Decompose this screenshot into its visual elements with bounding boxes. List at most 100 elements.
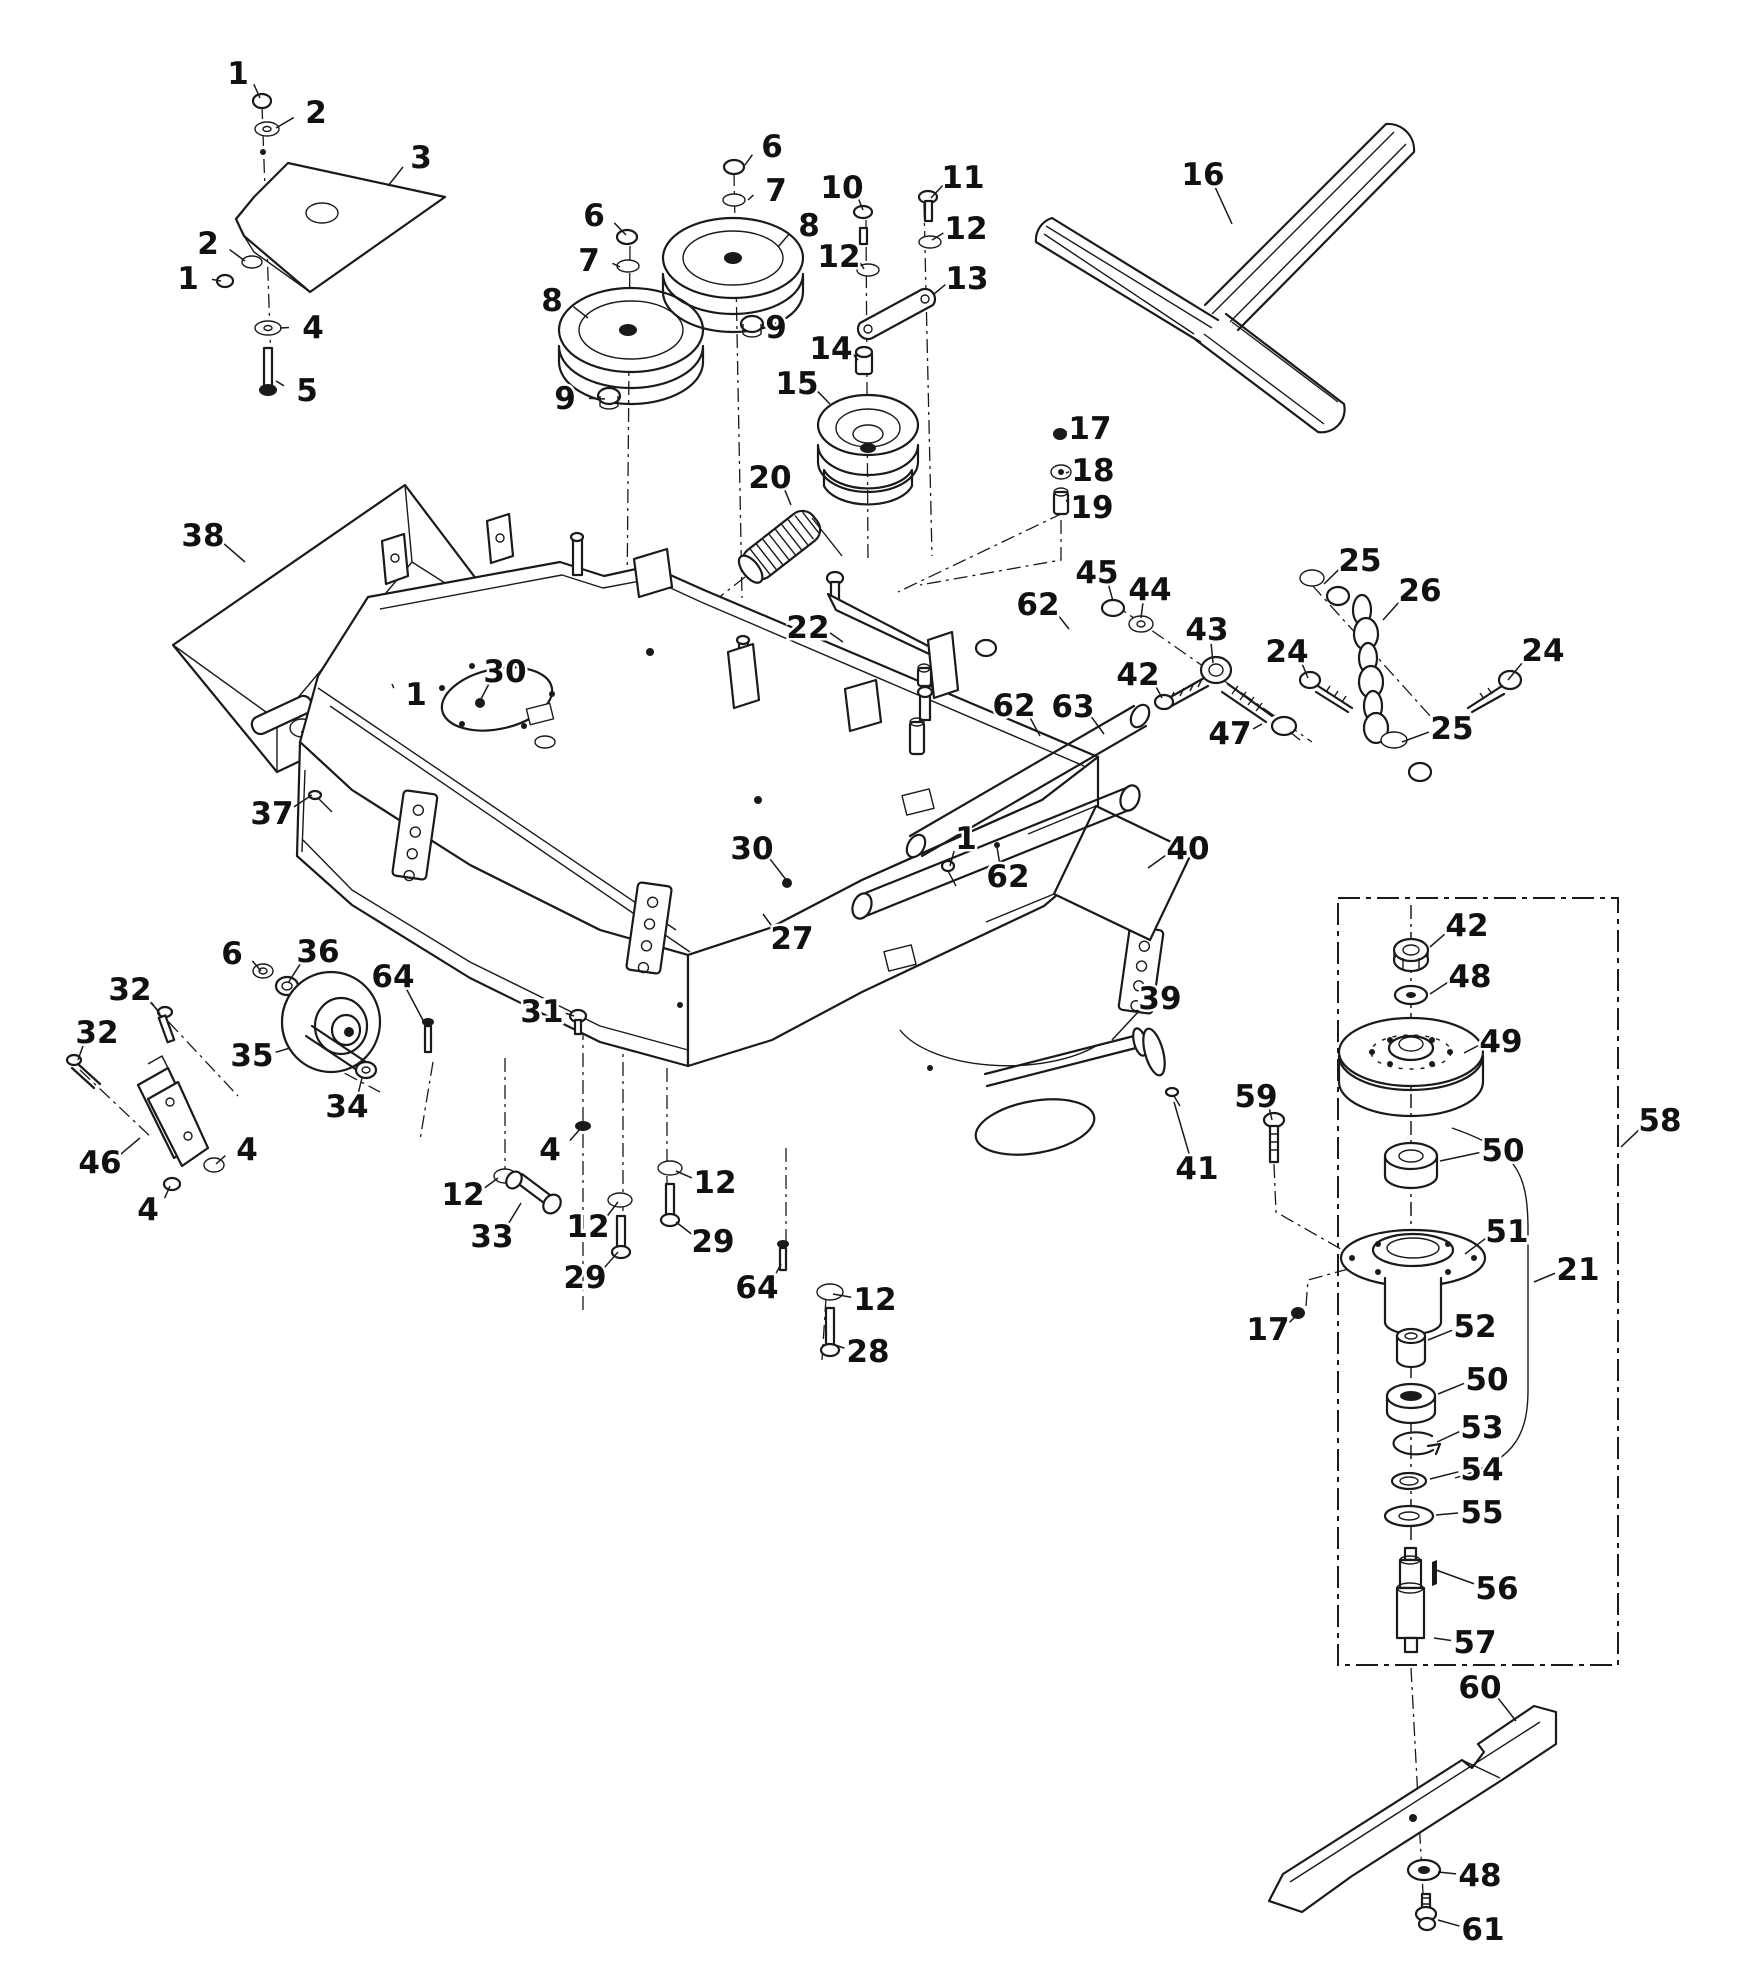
callout-leader: [387, 166, 404, 187]
callout-number: 30: [730, 831, 773, 867]
callout-number: 6: [761, 129, 783, 165]
callout-number: 48: [1458, 1858, 1501, 1894]
washer-7: [722, 193, 746, 207]
callout-leader: [357, 1077, 363, 1093]
callout-number: 38: [181, 518, 224, 554]
callout-number: 12: [441, 1177, 484, 1213]
callout-number: 45: [1075, 555, 1118, 591]
callout-number: 30: [483, 654, 526, 690]
callout-leader: [275, 1047, 291, 1054]
callout-leader: [1382, 598, 1402, 621]
callout-number: 39: [1138, 981, 1181, 1017]
callout-number: 59: [1234, 1079, 1277, 1115]
callout-leader: [229, 248, 246, 262]
callout-leader: [1533, 1272, 1556, 1283]
callout-number: 9: [554, 381, 576, 417]
callout-leader: [1252, 723, 1263, 730]
callout-number: 1: [405, 677, 427, 713]
callout-number: 56: [1475, 1571, 1518, 1607]
callout-leader: [612, 262, 621, 268]
lift-frame-group: [851, 703, 1194, 1107]
washer-48: [1406, 1858, 1442, 1882]
callout-number: 36: [296, 934, 339, 970]
callout-leader: [996, 846, 1001, 863]
callout-leader: [1437, 1919, 1460, 1927]
callout-number: 64: [371, 959, 414, 995]
callout-number: 4: [302, 310, 324, 346]
callout-leader: [479, 682, 491, 702]
washer-48: [1393, 984, 1429, 1006]
chain-26: [1351, 593, 1390, 745]
bolt-41: [1164, 1086, 1180, 1098]
callout-number: 2: [305, 95, 327, 131]
washer-12: [607, 1192, 633, 1208]
bracket-46: [136, 1055, 210, 1168]
bolt-24-left: [1298, 670, 1354, 714]
bolt-28: [819, 1306, 841, 1358]
tension-spring-group: [737, 509, 998, 756]
callout-leader: [1436, 1431, 1460, 1443]
nut-42: [1153, 693, 1175, 711]
spindle-cutout: [974, 1098, 1096, 1156]
key-1: [1432, 1560, 1437, 1586]
callout-number: 19: [1070, 490, 1113, 526]
callout-number: 24: [1265, 634, 1308, 670]
caster-wheel-35: [280, 970, 382, 1074]
bolt-24-right: [1466, 669, 1523, 714]
bellcrank-22: [825, 570, 998, 756]
washer-12: [918, 235, 942, 249]
callout-number: 29: [691, 1224, 734, 1260]
callout-leader: [77, 1044, 85, 1061]
bracket: [632, 547, 674, 599]
callout-leader: [857, 197, 864, 211]
callout-leader: [253, 83, 261, 99]
callout-number: 61: [1461, 1912, 1504, 1948]
callout-number: 51: [1485, 1214, 1528, 1250]
callout-number: 62: [992, 688, 1035, 724]
callout-leader: [1301, 662, 1309, 679]
callout-number: 34: [325, 1089, 368, 1125]
callout-number: 22: [786, 610, 829, 646]
callout-number: 32: [75, 1015, 118, 1051]
washer-2b: [241, 255, 263, 269]
callout-leader: [588, 397, 606, 400]
nut-42: [1392, 937, 1430, 973]
washer-44: [1128, 615, 1154, 633]
washer-7: [616, 259, 640, 273]
chain-group: [1298, 569, 1523, 783]
callout-leader: [565, 1012, 575, 1017]
callout-leader: [933, 283, 946, 295]
callout-leader: [744, 154, 753, 166]
callout-leader: [1065, 470, 1070, 474]
screw-62: [994, 842, 1000, 848]
pulley-8-left-rim: [557, 344, 705, 406]
callout-leader: [852, 353, 859, 361]
bolt-32b: [65, 1053, 102, 1090]
callout-leader: [859, 262, 865, 270]
callout-number: 47: [1208, 716, 1251, 752]
grommet-30: [475, 698, 485, 708]
bolt-37: [307, 789, 323, 801]
washer-12: [657, 1160, 683, 1176]
belt-bottom-lobe: [1194, 312, 1346, 434]
callout-leader: [222, 542, 246, 563]
callout-number: 4: [236, 1132, 258, 1168]
nut-17: [1291, 1307, 1305, 1319]
callout-leader: [1437, 1871, 1457, 1875]
callout-leader: [1210, 643, 1214, 664]
blade-60: [1267, 1704, 1558, 1914]
bolt-29: [610, 1214, 632, 1260]
callout-number: 44: [1128, 572, 1171, 608]
hat-channel: [317, 687, 691, 953]
callout-number: 13: [945, 261, 988, 297]
callout-leader: [773, 1263, 782, 1277]
callout-number: 20: [748, 460, 791, 496]
callout-leader: [747, 194, 754, 201]
snap-ring-53: [1392, 1431, 1442, 1456]
callout-number: 60: [1458, 1670, 1501, 1706]
nut-9: [596, 386, 622, 410]
callout-leader: [1107, 584, 1114, 602]
